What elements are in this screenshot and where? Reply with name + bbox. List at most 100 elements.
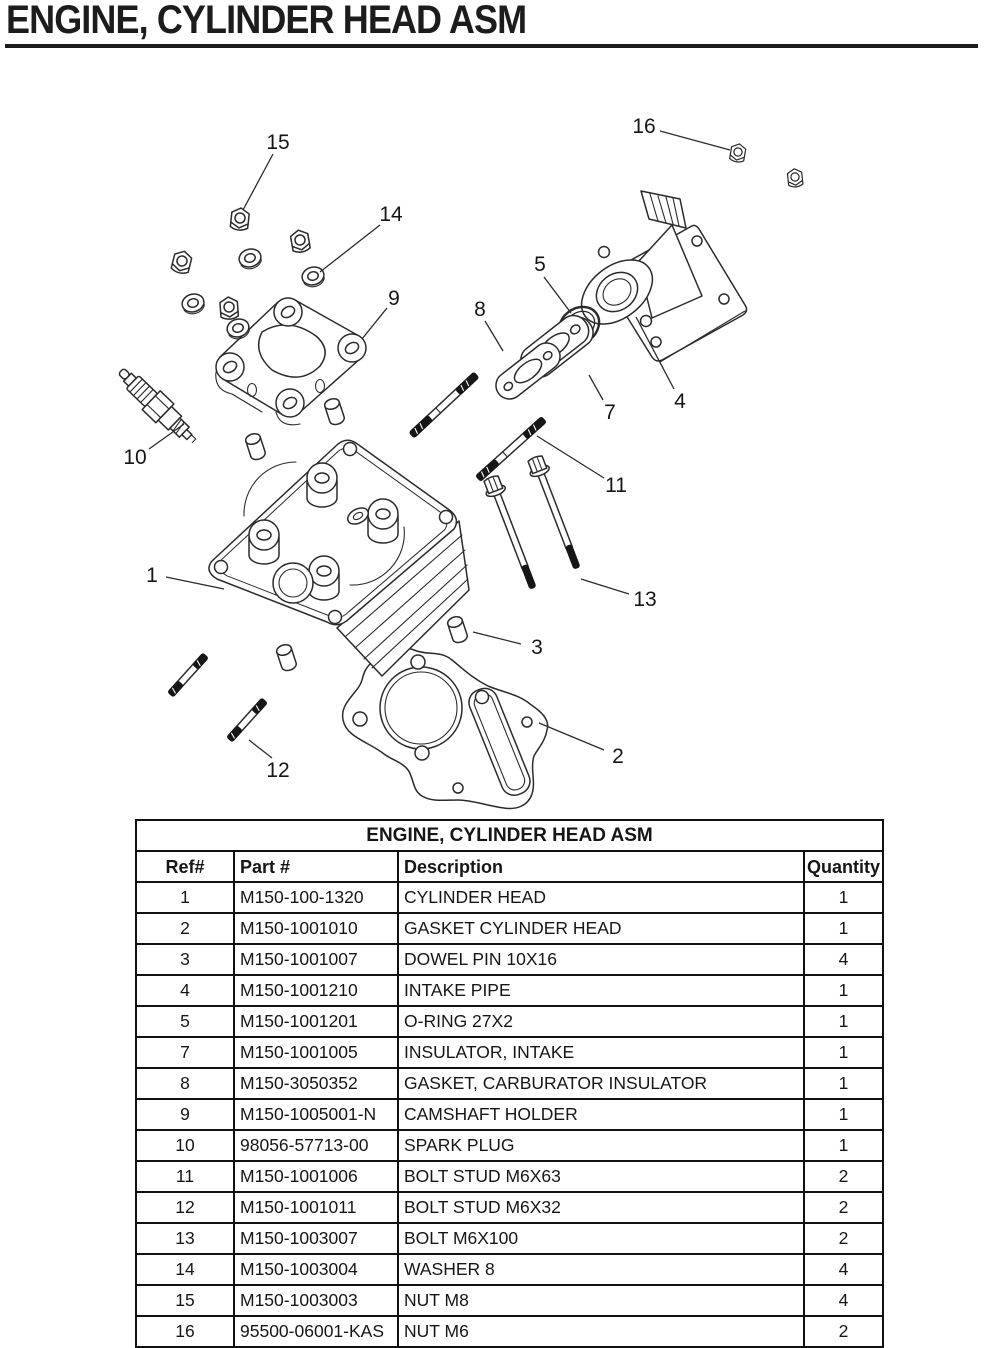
page-title: ENGINE, CYLINDER HEAD ASM	[6, 0, 527, 42]
cell: M150-3050352	[233, 1067, 399, 1100]
table-title: ENGINE, CYLINDER HEAD ASM	[135, 819, 884, 852]
cell: 2	[803, 1222, 884, 1255]
callout-leader-2	[538, 722, 605, 751]
callout-leader-12	[248, 739, 273, 759]
callout-15: 15	[266, 131, 289, 154]
callout-7: 7	[604, 401, 616, 424]
cell: 4	[803, 1284, 884, 1317]
cell: 15	[135, 1284, 235, 1317]
col-header-quantity: Quantity	[803, 850, 884, 883]
cell: M150-1001007	[233, 943, 399, 976]
callout-leader-13	[580, 578, 630, 595]
cell: M150-1001210	[233, 974, 399, 1007]
cell: M150-1001011	[233, 1191, 399, 1224]
callout-3: 3	[531, 636, 543, 659]
cell: 4	[803, 943, 884, 976]
cell: CAMSHAFT HOLDER	[397, 1098, 805, 1131]
cell: 5	[135, 1005, 235, 1038]
parts-table: ENGINE, CYLINDER HEAD ASM Ref# Part # De…	[135, 819, 884, 1348]
callout-4: 4	[674, 390, 686, 413]
callout-10: 10	[123, 446, 146, 469]
cell: 9	[135, 1098, 235, 1131]
bolt-drawings	[480, 452, 588, 593]
cell: 2	[803, 1160, 884, 1193]
cell: 1	[803, 1129, 884, 1162]
cell: 98056-57713-00	[233, 1129, 399, 1162]
cell: 7	[135, 1036, 235, 1069]
washer-drawings	[179, 245, 328, 342]
title-divider	[5, 44, 978, 48]
cell: SPARK PLUG	[397, 1129, 805, 1162]
callout-16: 16	[632, 115, 655, 138]
callout-leader-8	[484, 320, 504, 352]
cell: INSULATOR, INTAKE	[397, 1036, 805, 1069]
cell: 2	[135, 912, 235, 945]
col-header-description: Description	[397, 850, 805, 883]
cell: M150-1001201	[233, 1005, 399, 1038]
cell: 8	[135, 1067, 235, 1100]
cell: 1	[803, 881, 884, 914]
cell: M150-1001010	[233, 912, 399, 945]
callout-leader-1	[165, 576, 225, 590]
callout-5: 5	[534, 253, 546, 276]
cell: 10	[135, 1129, 235, 1162]
callout-leader-9	[361, 307, 388, 340]
cell: 16	[135, 1315, 235, 1348]
cell: 1	[803, 912, 884, 945]
callout-14: 14	[379, 203, 403, 226]
cell: 2	[803, 1191, 884, 1224]
cell: 1	[803, 1067, 884, 1100]
cell: 1	[803, 1005, 884, 1038]
callout-leader-11	[536, 435, 605, 479]
table-title-row: ENGINE, CYLINDER HEAD ASM	[135, 819, 884, 852]
cell: NUT M6	[397, 1315, 805, 1348]
callout-9: 9	[388, 287, 400, 310]
callout-leader-5	[543, 276, 572, 314]
cell: 3	[135, 943, 235, 976]
callout-leader-16	[659, 130, 731, 151]
cell: 4	[135, 974, 235, 1007]
callout-13: 13	[633, 588, 656, 611]
cell: 1	[803, 1098, 884, 1131]
cell: M150-1003003	[233, 1284, 399, 1317]
cell: NUT M8	[397, 1284, 805, 1317]
cell: 95500-06001-KAS	[233, 1315, 399, 1348]
cell: 11	[135, 1160, 235, 1193]
callout-8: 8	[474, 298, 486, 321]
callout-leader-15	[242, 153, 274, 211]
cell: INTAKE PIPE	[397, 974, 805, 1007]
cell: 13	[135, 1222, 235, 1255]
nut-m6-drawings	[729, 143, 803, 188]
cell: BOLT M6X100	[397, 1222, 805, 1255]
intake-pipe-drawing	[580, 190, 748, 363]
cell: 1	[803, 1036, 884, 1069]
camshaft-holder-drawing	[215, 297, 367, 426]
cell: WASHER 8	[397, 1253, 805, 1286]
cell: M150-1003004	[233, 1253, 399, 1286]
cell: CYLINDER HEAD	[397, 881, 805, 914]
cell: BOLT STUD M6X63	[397, 1160, 805, 1193]
callout-12: 12	[266, 759, 289, 782]
cell: O-RING 27X2	[397, 1005, 805, 1038]
carburetor-gasket-drawing	[495, 342, 561, 400]
callout-leader-4	[635, 316, 675, 390]
cell: GASKET CYLINDER HEAD	[397, 912, 805, 945]
spark-plug-drawing	[118, 368, 197, 444]
cell: BOLT STUD M6X32	[397, 1191, 805, 1224]
callout-leader-14	[319, 224, 381, 273]
cell: GASKET, CARBURATOR INSULATOR	[397, 1067, 805, 1100]
